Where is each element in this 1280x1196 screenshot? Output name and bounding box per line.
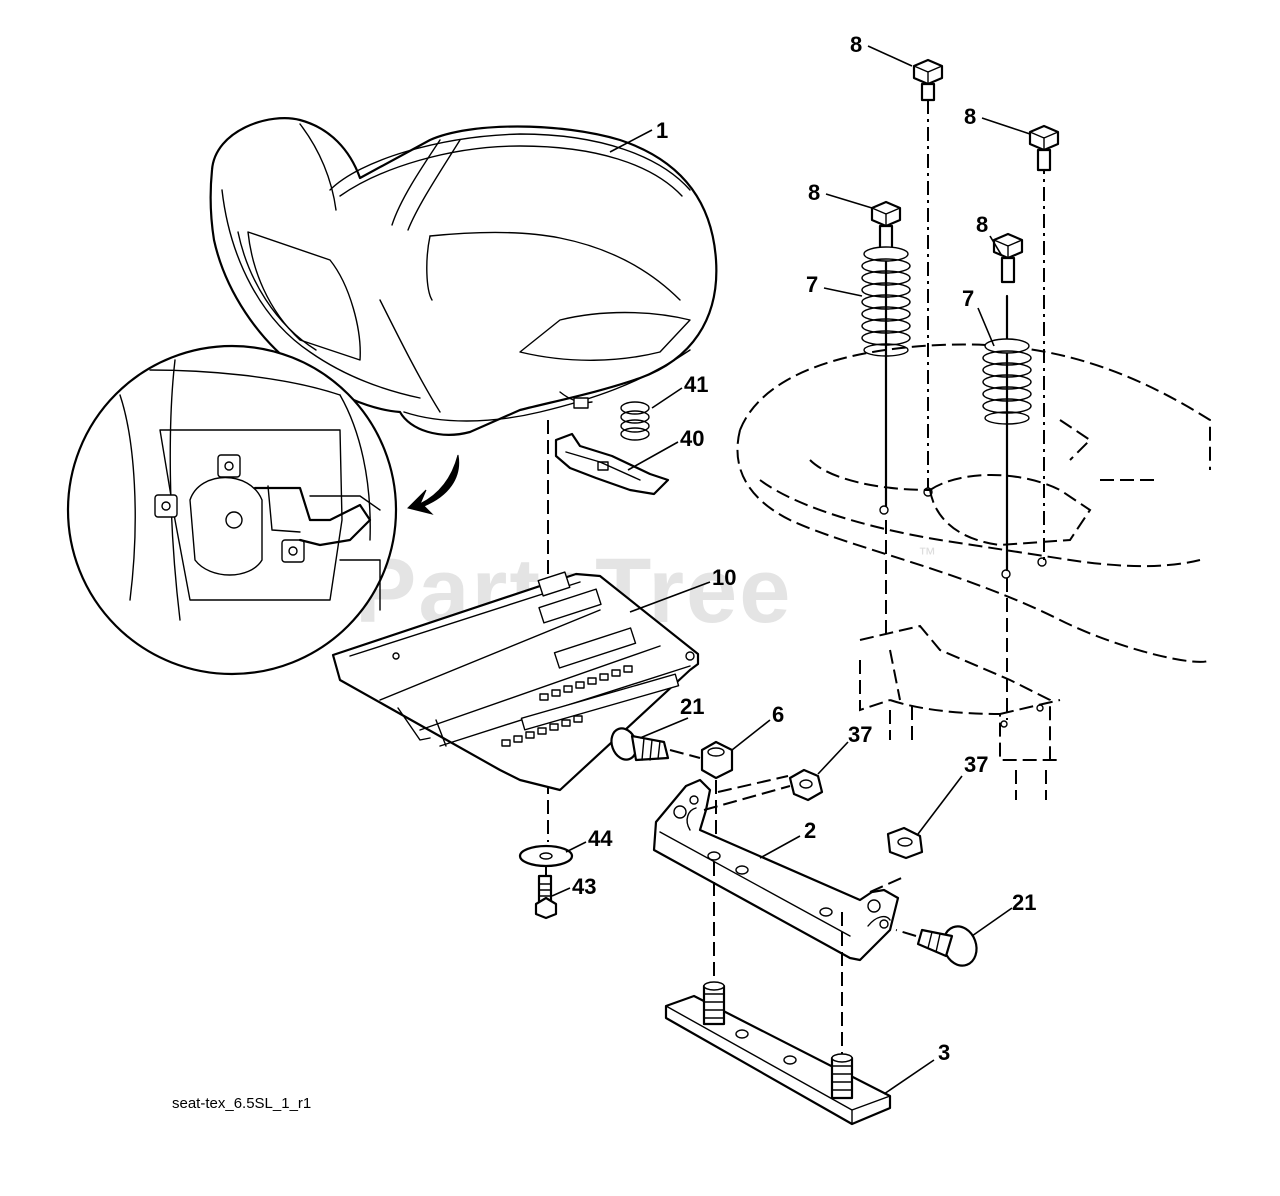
callout-bolt-21-right[interactable]: 21	[1012, 890, 1036, 915]
bracket-2[interactable]	[652, 778, 900, 962]
spring-7-left[interactable]	[861, 246, 911, 357]
spring-41[interactable]	[620, 401, 650, 441]
frame-outline	[736, 343, 1211, 800]
nut-6[interactable]	[700, 740, 734, 780]
callout-switch-40[interactable]: 40	[680, 426, 704, 451]
seat-pan-10[interactable]	[331, 571, 700, 792]
bolt-8-a[interactable]	[912, 58, 944, 102]
safety-switch-40[interactable]	[554, 432, 670, 496]
spring-7-right[interactable]	[982, 338, 1032, 425]
bolt-8-b[interactable]	[1028, 124, 1060, 172]
bolt-8-c[interactable]	[870, 200, 902, 250]
callout-spring-7-left[interactable]: 7	[806, 272, 818, 297]
bolt-21-right[interactable]	[895, 922, 982, 971]
callout-bracket-2[interactable]: 2	[804, 818, 816, 843]
callout-spring-7-right[interactable]: 7	[962, 286, 974, 311]
callout-pan-10[interactable]: 10	[712, 565, 736, 590]
bolt-21-left[interactable]	[607, 725, 701, 763]
callout-nut-37-upper[interactable]: 37	[848, 722, 872, 747]
callout-seat[interactable]: 1	[656, 118, 668, 143]
callout-washer-44[interactable]: 44	[588, 826, 613, 851]
callout-bolt-43[interactable]: 43	[572, 874, 596, 899]
callout-nut-6[interactable]: 6	[772, 702, 784, 727]
washer-44[interactable]	[518, 844, 574, 868]
callout-plate-3[interactable]: 3	[938, 1040, 950, 1065]
callout-bolt-8-a[interactable]: 8	[850, 32, 862, 57]
callout-bolt-8-c[interactable]: 8	[808, 180, 820, 205]
seat[interactable]	[209, 117, 718, 436]
callout-nut-37-lower[interactable]: 37	[964, 752, 988, 777]
callout-bolt-8-d[interactable]: 8	[976, 212, 988, 237]
watermark-trademark: ™	[918, 544, 936, 564]
nut-37-lower[interactable]	[886, 826, 924, 860]
plate-3[interactable]	[664, 981, 892, 1126]
diagram-code: seat-tex_6.5SL_1_r1	[172, 1095, 311, 1112]
bolt-8-d[interactable]	[992, 232, 1024, 284]
callout-bolt-8-b[interactable]: 8	[964, 104, 976, 129]
bolt-43[interactable]	[534, 874, 558, 920]
detail-inset	[66, 344, 460, 676]
nut-37-upper[interactable]	[788, 768, 824, 802]
callout-bolt-21-left[interactable]: 21	[680, 694, 704, 719]
callout-spring-41[interactable]: 41	[684, 372, 708, 397]
pan-adjust-slots	[501, 665, 633, 747]
